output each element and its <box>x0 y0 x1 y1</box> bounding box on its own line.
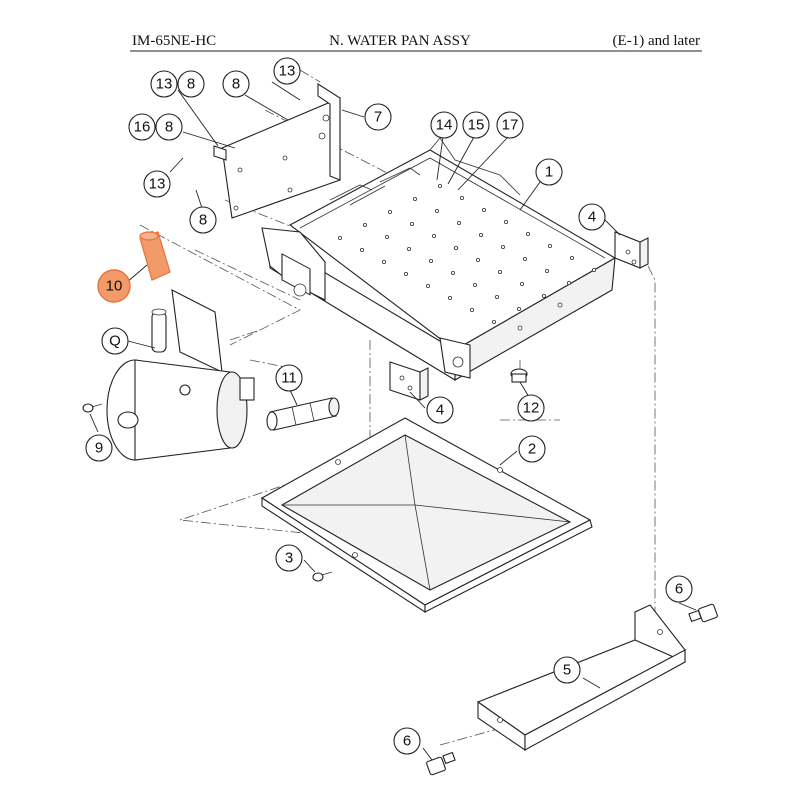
callout-17: 17 <box>496 111 524 139</box>
svg-text:3: 3 <box>285 550 293 567</box>
callout-6-upper: 6 <box>665 575 693 603</box>
callout-9: 9 <box>85 434 113 462</box>
svg-text:15: 15 <box>468 117 485 134</box>
revision-note: (E-1) and later <box>613 33 700 49</box>
callout-16: 16 <box>128 113 156 141</box>
svg-text:16: 16 <box>134 119 151 136</box>
callout-13-b: 13 <box>273 57 301 85</box>
callout-leaders <box>89 81 697 761</box>
svg-text:8: 8 <box>232 76 240 93</box>
callout-13-a: 13 <box>150 70 178 98</box>
bracket-plate-7 <box>213 82 341 219</box>
svg-text:2: 2 <box>528 441 536 458</box>
callout-10-highlighted: 10 <box>97 269 131 303</box>
screw-part-3 <box>312 571 333 582</box>
diagram-title: N. WATER PAN ASSY <box>329 33 471 49</box>
svg-text:13: 13 <box>149 176 166 193</box>
svg-text:11: 11 <box>281 370 297 387</box>
bolt-part-6-upper <box>688 603 718 623</box>
svg-text:17: 17 <box>502 117 519 134</box>
model-number: IM-65NE-HC <box>132 33 216 49</box>
bracket-4-right <box>614 231 649 269</box>
svg-text:14: 14 <box>436 117 453 134</box>
callout-15: 15 <box>462 111 490 139</box>
callout-11: 11 <box>275 364 303 392</box>
callout-8-b: 8 <box>222 70 250 98</box>
svg-text:10: 10 <box>106 278 123 295</box>
callout-8-c: 8 <box>155 113 183 141</box>
svg-text:12: 12 <box>523 400 540 417</box>
svg-text:5: 5 <box>563 662 571 679</box>
support-bracket-5 <box>476 604 687 752</box>
screw-part-9 <box>82 403 103 413</box>
svg-text:8: 8 <box>199 212 207 229</box>
svg-text:8: 8 <box>165 119 173 136</box>
callout-2: 2 <box>518 435 546 463</box>
water-pan-1 <box>261 137 617 381</box>
callout-7: 7 <box>364 103 392 131</box>
bolt-part-6-lower <box>426 751 456 776</box>
callout-4-lower: 4 <box>426 396 454 424</box>
svg-text:13: 13 <box>279 63 296 80</box>
callout-3: 3 <box>275 544 303 572</box>
callout-8-d: 8 <box>189 206 217 234</box>
callout-Q: Q <box>101 327 129 355</box>
svg-text:4: 4 <box>436 402 444 419</box>
callout-13-c: 13 <box>143 170 171 198</box>
svg-text:9: 9 <box>95 440 103 457</box>
drain-pan-2 <box>260 417 593 614</box>
callout-8-a: 8 <box>177 70 205 98</box>
callout-4-right: 4 <box>578 203 606 231</box>
bracket-4-lower <box>389 361 429 401</box>
svg-text:4: 4 <box>588 209 596 226</box>
callout-6-lower: 6 <box>393 727 421 755</box>
callout-1: 1 <box>535 158 563 186</box>
svg-text:Q: Q <box>109 333 121 350</box>
callout-14: 14 <box>430 111 458 139</box>
svg-text:1: 1 <box>545 164 553 181</box>
svg-text:7: 7 <box>374 109 382 126</box>
svg-text:6: 6 <box>403 733 411 750</box>
hose-part-10-highlight <box>139 231 171 281</box>
callout-5: 5 <box>553 656 581 684</box>
callout-12: 12 <box>517 394 545 422</box>
svg-text:13: 13 <box>156 76 173 93</box>
svg-text:6: 6 <box>675 581 683 598</box>
svg-text:8: 8 <box>187 76 195 93</box>
float-part-11 <box>266 397 340 431</box>
grommet-part-12 <box>510 368 528 383</box>
pump-motor-assembly <box>106 231 255 461</box>
